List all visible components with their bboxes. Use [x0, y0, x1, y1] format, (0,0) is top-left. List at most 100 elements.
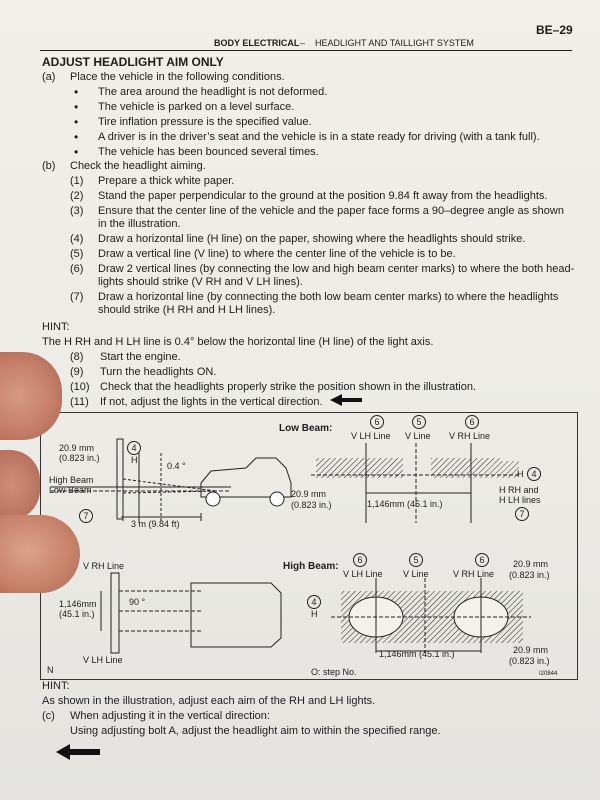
step-text: Draw a vertical line (V line) to where t… — [98, 248, 456, 260]
step-text: should strike (H RH and H LH lines). — [98, 304, 276, 316]
side-h-label: H — [131, 455, 138, 465]
finger-bottom — [0, 515, 80, 593]
step-number: (11) — [70, 396, 89, 408]
headlight-aim-diagram: 20.9 mm (0.823 in.) 4 H 0.4 ° High Beam … — [40, 412, 578, 680]
step-a-label: (a) — [42, 71, 56, 83]
callout-6-low-left: 6 — [370, 415, 384, 429]
condition-item: The vehicle is parked on a level surface… — [98, 101, 295, 113]
side-distance: 3 m (9.84 ft) — [131, 519, 180, 529]
header-section: BODY ELECTRICAL — [214, 38, 300, 48]
step-number: (7) — [70, 291, 84, 303]
step-number: (6) — [70, 263, 84, 275]
step-c-label: (c) — [42, 710, 55, 722]
header-dash: – — [300, 38, 306, 48]
step-number: (4) — [70, 233, 84, 245]
step-text: lights should strike (V RH and V LH line… — [98, 276, 303, 288]
callout-5-high: 5 — [409, 553, 423, 567]
top-dim-mm: 1,146mm — [59, 599, 97, 609]
low-beam-title: Low Beam: — [279, 423, 333, 434]
low-span: 1,146mm (45.1 in.) — [367, 499, 443, 509]
callout-4-high: 4 — [307, 595, 321, 609]
finger-middle — [0, 450, 40, 520]
step-number: (8) — [70, 351, 84, 363]
page-title: ADJUST HEADLIGHT AIM ONLY — [42, 55, 224, 69]
step-a-text: Place the vehicle in the following condi… — [70, 71, 285, 83]
low-vlh: V LH Line — [351, 431, 391, 441]
header-rule — [40, 50, 572, 51]
header-subsection: HEADLIGHT AND TAILLIGHT SYSTEM — [315, 38, 474, 48]
high-dim-bot-mm: 20.9 mm — [513, 645, 549, 655]
high-dim-top-in: (0.823 in.) — [509, 570, 550, 580]
callout-7-side: 7 — [79, 509, 93, 523]
hint1-label: HINT: — [42, 321, 70, 333]
low-vrh: V RH Line — [449, 431, 491, 441]
condition-item: A driver is in the driver’s seat and the… — [98, 131, 540, 143]
hint1-text: The H RH and H LH line is 0.4° below the… — [42, 336, 434, 348]
low-hrh1: H RH and — [499, 485, 539, 495]
high-v: V Line — [403, 569, 429, 579]
side-dim-in: (0.823 in.) — [59, 453, 100, 463]
condition-item: Tire inflation pressure is the specified… — [98, 116, 312, 128]
low-v: V Line — [405, 431, 431, 441]
low-dim-mm: 20.9 mm — [291, 489, 327, 499]
callout-4-low: 4 — [527, 467, 541, 481]
callout-6-low-right: 6 — [465, 415, 479, 429]
step-b-text: Check the headlight aiming. — [70, 160, 206, 172]
finger-top — [0, 352, 62, 440]
side-dim-mm: 20.9 mm — [59, 443, 95, 453]
high-dim-top-mm: 20.9 mm — [513, 559, 549, 569]
step-text: in the illustration. — [98, 218, 181, 230]
callout-6-high-left: 6 — [353, 553, 367, 567]
step-number: (1) — [70, 175, 84, 187]
condition-item: The area around the headlight is not def… — [98, 86, 328, 98]
step-text: Start the engine. — [100, 351, 181, 363]
step-number: (2) — [70, 190, 84, 202]
high-vrh: V RH Line — [453, 569, 495, 579]
diagram-lines — [51, 438, 531, 654]
callout-5-low: 5 — [412, 415, 426, 429]
step-text: Check that the headlights properly strik… — [100, 381, 477, 393]
corner-n: N — [47, 665, 54, 675]
step-b-label: (b) — [42, 160, 56, 172]
page-id: BE–29 — [536, 23, 573, 37]
top-vlh: V LH Line — [83, 655, 123, 665]
step-text: Prepare a thick white paper. — [98, 175, 235, 187]
high-span: 1,146mm (45.1 in.) — [379, 649, 455, 659]
step-number: (5) — [70, 248, 84, 260]
callout-7-low: 7 — [515, 507, 529, 521]
side-angle: 0.4 ° — [167, 461, 186, 471]
step-number: (10) — [70, 381, 90, 393]
step-text: Turn the headlights ON. — [100, 366, 217, 378]
step-text: Draw a horizontal line (by connecting th… — [98, 291, 559, 303]
step-c-text: When adjusting it in the vertical direct… — [70, 710, 270, 722]
hint2-text: As shown in the illustration, adjust eac… — [42, 695, 376, 707]
hint2-label: HINT: — [42, 680, 70, 692]
step-text: Draw 2 vertical lines (by connecting the… — [98, 263, 575, 275]
low-dim-in: (0.823 in.) — [291, 500, 332, 510]
side-high-beam: High Beam — [49, 475, 94, 485]
diagram-legend: O: step No. — [311, 667, 357, 677]
step-c-sub: Using adjusting bolt A, adjust the headl… — [70, 725, 441, 737]
high-vlh: V LH Line — [343, 569, 383, 579]
top-dim-in: (45.1 in.) — [59, 609, 95, 619]
callout-6-high-right: 6 — [475, 553, 489, 567]
bullet-dot: • — [74, 130, 79, 144]
condition-item: The vehicle has been bounced several tim… — [98, 146, 319, 158]
step-text: Ensure that the center line of the vehic… — [98, 205, 564, 217]
bullet-dot: • — [74, 115, 79, 129]
bullet-dot: • — [74, 145, 79, 159]
bullet-dot: • — [74, 100, 79, 114]
callout-4-side: 4 — [127, 441, 141, 455]
diagram-code: I20844 — [539, 671, 558, 677]
side-low-beam: Low Beam — [49, 485, 92, 495]
low-h: H — [517, 469, 524, 479]
step-text: Draw a horizontal line (H line) on the p… — [98, 233, 526, 245]
high-dim-bot-in: (0.823 in.) — [509, 656, 550, 666]
step-number: (3) — [70, 205, 84, 217]
bullet-dot: • — [74, 85, 79, 99]
top-angle: 90 ° — [129, 597, 146, 607]
step-text: Stand the paper perpendicular to the gro… — [98, 190, 548, 202]
low-hrh2: H LH lines — [499, 495, 541, 505]
high-beam-title: High Beam: — [283, 561, 339, 572]
